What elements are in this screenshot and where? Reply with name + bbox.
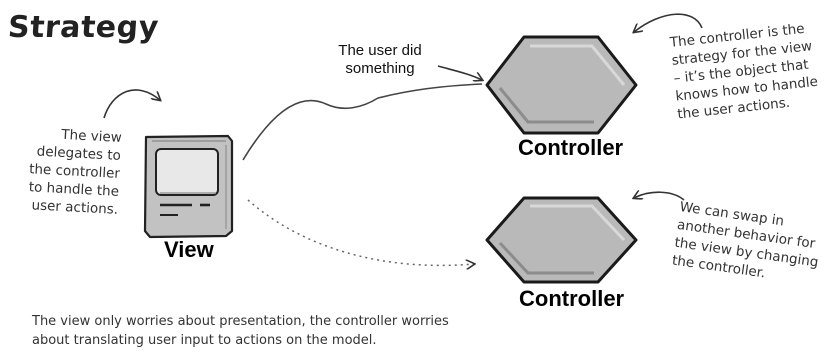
swap-note-arrow	[634, 192, 685, 201]
view-label: View	[164, 237, 214, 262]
bottom-summary-note: The view only worries about presentation…	[32, 314, 449, 348]
controller-note-arrow	[634, 13, 703, 32]
diagram-title: Strategy	[6, 10, 160, 45]
view-to-controller-line	[242, 83, 483, 161]
controller-top-label: Controller	[518, 135, 624, 160]
view-note-arrow	[103, 89, 160, 119]
user-did-arrow	[437, 65, 482, 80]
view-to-swap-controller-line	[247, 199, 474, 265]
view-delegates-note: The view delegates to the controller to …	[28, 126, 123, 218]
controller-strategy-note: The controller is the strategy for the v…	[669, 20, 819, 123]
controller-bottom-shape	[485, 196, 638, 284]
user-did-note: The user did something	[338, 42, 422, 77]
view-computer-icon	[143, 134, 234, 239]
controller-top-shape	[485, 35, 638, 135]
controller-bottom-label: Controller	[519, 286, 625, 311]
